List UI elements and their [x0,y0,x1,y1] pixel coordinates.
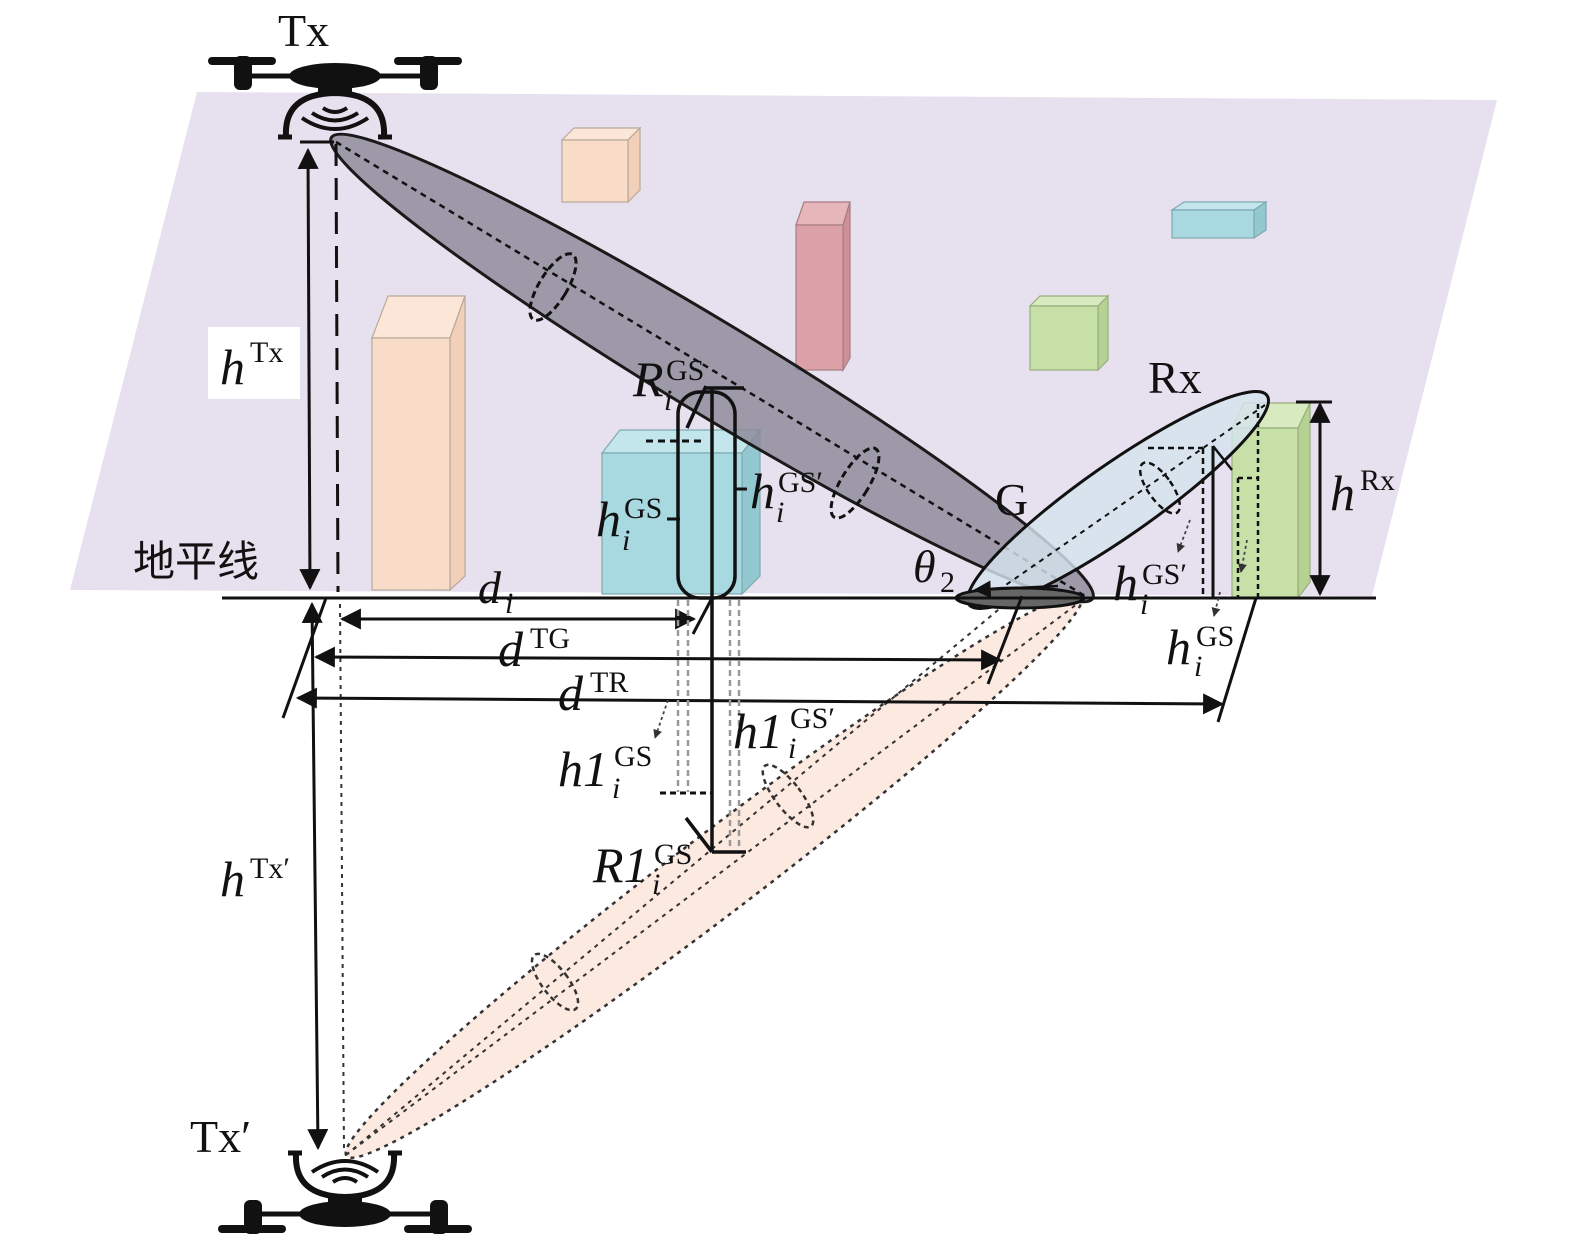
label-h1-gsp: h1 GS′ i [733,702,835,765]
svg-text:GS: GS [666,354,704,387]
building-orange-small [560,126,642,204]
svg-text:GS′: GS′ [778,466,823,499]
label-tx-prime: Tx′ [190,1111,251,1162]
label-theta-2: θ 2 [913,541,955,599]
svg-text:2: 2 [940,566,955,599]
svg-text:TG: TG [530,622,570,655]
origin-tick [281,597,328,719]
svg-text:Rx: Rx [1360,464,1395,497]
building-cyan-small [1170,200,1268,240]
svg-text:GS: GS [614,740,652,773]
building-orange-tall [371,295,466,592]
label-d-tg: d TG [498,621,570,677]
svg-text:i: i [776,496,784,529]
di-tick [691,597,714,635]
svg-text:i: i [1140,588,1148,621]
svg-text:h: h [596,491,621,547]
svg-text:R1: R1 [592,837,649,893]
label-r-gs: R GS i [632,351,704,417]
tx-projection [334,143,340,593]
svg-text:R: R [632,351,664,407]
building-green-small [1028,294,1110,372]
label-h1-gs: h1 GS i [558,740,652,805]
svg-text:i: i [652,868,660,901]
d-tr-arrow [295,687,1225,715]
svg-text:i: i [622,524,630,557]
label-h-rx: h Rx [1330,464,1395,521]
label-horizon: 地平线 [133,537,259,586]
h-tx-arrow [297,147,321,591]
svg-text:h: h [750,463,775,519]
svg-text:d: d [558,665,584,721]
label-d-tr: d TR [558,665,628,721]
svg-text:h: h [1330,465,1355,521]
building-pink [795,201,851,373]
label-rx: Rx [1148,352,1202,403]
svg-text:i: i [505,587,513,620]
svg-text:h: h [220,339,245,395]
svg-text:Tx: Tx [250,336,283,369]
rx-tick [1216,597,1258,723]
building-cyan-middle [600,428,762,596]
svg-text:i: i [788,732,796,765]
svg-text:h1: h1 [558,741,608,797]
label-tx: Tx [278,5,329,56]
svg-text:GS: GS [624,492,662,525]
svg-text:θ: θ [913,541,936,592]
svg-text:TR: TR [590,666,628,699]
tx-prime-drone-icon [218,1153,472,1234]
h-tx-prime-arrow [301,601,329,1151]
svg-text:Tx′: Tx′ [250,852,290,885]
obstacle-geometry-middle [646,385,747,854]
label-r1-gs: R1 GS i [592,837,692,901]
svg-text:i: i [612,772,620,805]
svg-text:h1: h1 [733,703,783,759]
svg-text:d: d [478,562,502,613]
svg-text:h: h [1166,619,1191,675]
svg-text:GS′: GS′ [1142,558,1187,591]
label-d-i: d i [478,562,513,620]
tx-mirror-projection [339,603,345,1151]
svg-text:d: d [498,621,524,677]
svg-text:i: i [664,384,672,417]
label-h-gs-right: h GS i [1166,619,1234,683]
label-h-tx: h Tx [208,327,300,399]
label-h-gsp-middle: h GS′ i [750,463,823,529]
svg-text:GS: GS [1196,620,1234,653]
svg-text:i: i [1194,650,1202,683]
svg-text:GS′: GS′ [790,702,835,735]
label-h-gsp-right: h GS′ i [1113,555,1187,621]
obstacle-geometry-right [1148,404,1260,617]
d-tg-arrow [313,646,1003,671]
label-h-gs-middle: h GS i [596,491,662,557]
svg-text:h: h [1113,555,1138,611]
label-g: G [995,474,1028,525]
svg-text:h: h [220,851,245,907]
svg-text:GS: GS [654,838,692,871]
label-h-tx-prime: h Tx′ [220,851,290,907]
theta-arrow [973,580,1059,598]
